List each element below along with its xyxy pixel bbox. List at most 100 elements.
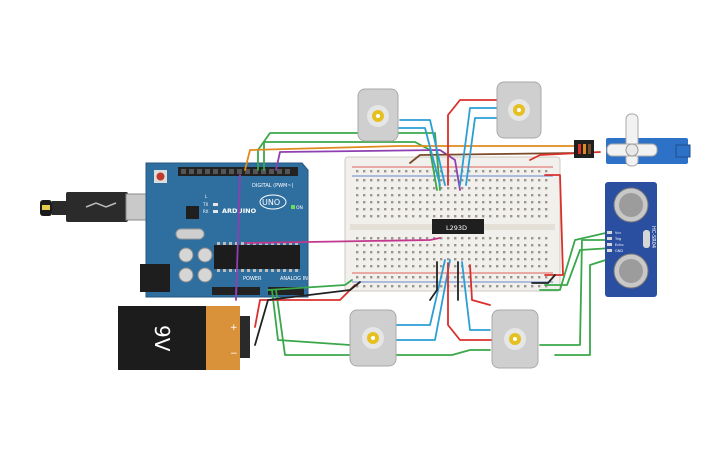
breadboard-hole [510,201,513,204]
breadboard-hole [545,208,548,211]
breadboard-hole [433,285,436,288]
breadboard-hole [545,237,548,240]
wire-green [554,257,613,356]
breadboard-hole [356,179,359,182]
breadboard-hole [405,276,408,279]
breadboard-hole [433,201,436,204]
breadboard-hole [454,215,457,218]
breadboard-hole [531,251,534,254]
breadboard-hole [461,215,464,218]
breadboard-hole [356,194,359,197]
breadboard-hole [440,285,443,288]
wire-blue [459,107,498,186]
breadboard-hole [538,179,541,182]
breadboard-hole [482,244,485,247]
breadboard-hole [503,187,506,190]
breadboard-hole [356,170,359,173]
breadboard-hole [496,265,499,268]
breadboard-hole [489,215,492,218]
breadboard-hole [412,208,415,211]
breadboard-hole [412,285,415,288]
breadboard-hole [503,215,506,218]
breadboard-hole [419,215,422,218]
breadboard-hole [447,215,450,218]
wire-red [469,264,491,306]
arduino-model: UNO [262,198,280,207]
breadboard-hole [524,258,527,261]
breadboard-hole [510,208,513,211]
breadboard-hole [440,258,443,261]
breadboard-hole [538,285,541,288]
breadboard-hole [538,237,541,240]
breadboard-hole [503,258,506,261]
wire-blue [461,261,491,331]
sensor-pin-gnd: GND [615,249,623,253]
breadboard-hole [433,179,436,182]
breadboard-hole [377,194,380,197]
breadboard-hole [398,170,401,173]
breadboard-hole [538,215,541,218]
breadboard-hole [496,170,499,173]
breadboard-hole [391,179,394,182]
breadboard-hole [545,194,548,197]
breadboard-hole [363,187,366,190]
breadboard-hole [496,208,499,211]
breadboard-hole [363,265,366,268]
breadboard-hole [475,208,478,211]
breadboard-hole [510,258,513,261]
breadboard-hole [475,251,478,254]
breadboard-hole [475,194,478,197]
breadboard-hole [440,208,443,211]
breadboard-hole [531,265,534,268]
breadboard-hole [412,244,415,247]
breadboard-hole [461,194,464,197]
breadboard-hole [419,251,422,254]
rx-label: RX [203,209,209,214]
power-label: POWER [243,276,262,282]
breadboard-hole [356,187,359,190]
breadboard-hole [489,251,492,254]
breadboard-hole [363,194,366,197]
breadboard-hole [517,170,520,173]
breadboard-hole [363,258,366,261]
breadboard-hole [517,179,520,182]
breadboard-hole [524,179,527,182]
breadboard-hole [384,244,387,247]
breadboard-hole [419,179,422,182]
wire-green [267,279,353,291]
breadboard-hole [412,179,415,182]
breadboard-hole [545,285,548,288]
breadboard-hole [405,208,408,211]
breadboard-hole [419,258,422,261]
wire-red [447,262,493,341]
breadboard-hole [384,251,387,254]
breadboard-hole [510,276,513,279]
breadboard-hole [398,194,401,197]
breadboard-hole [384,258,387,261]
breadboard-hole [531,187,534,190]
breadboard-hole [398,179,401,182]
breadboard-hole [475,201,478,204]
breadboard-hole [482,251,485,254]
wire-blue [465,117,498,186]
breadboard-hole [510,179,513,182]
breadboard-hole [440,215,443,218]
wire-green [271,289,351,346]
breadboard-hole [356,215,359,218]
breadboard-hole [426,194,429,197]
breadboard-hole [405,258,408,261]
breadboard-hole [405,187,408,190]
analog-label: ANALOG IN [280,276,308,282]
breadboard-hole [524,251,527,254]
breadboard-hole [440,237,443,240]
breadboard-hole [356,265,359,268]
breadboard-hole [538,258,541,261]
breadboard-hole [454,237,457,240]
breadboard-hole [405,201,408,204]
breadboard-hole [391,258,394,261]
breadboard-hole [370,170,373,173]
breadboard-hole [426,215,429,218]
breadboard-hole [384,194,387,197]
breadboard-hole [363,201,366,204]
breadboard-hole [517,244,520,247]
